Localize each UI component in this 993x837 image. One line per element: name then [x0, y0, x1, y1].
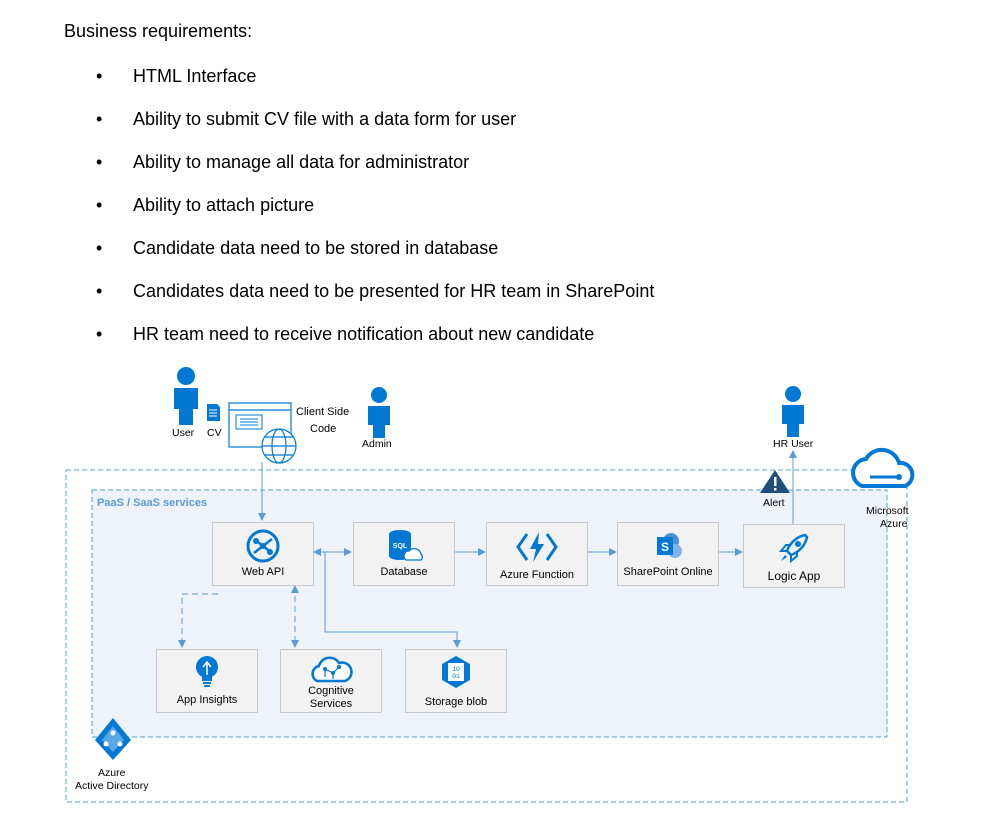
admin-label: Admin — [362, 438, 392, 450]
sharepoint-label: SharePoint Online — [623, 566, 713, 578]
app-insights-label: App Insights — [176, 694, 238, 706]
hr-user-person-icon — [782, 386, 804, 437]
azure-boundary — [65, 469, 908, 803]
bullet: • — [96, 238, 103, 258]
azure-label-line1: Microsoft — [866, 505, 909, 517]
azure-label-line2: Azure — [880, 518, 908, 530]
requirement-text: Ability to attach picture — [133, 195, 315, 215]
azure-function-node: Azure Function — [486, 522, 588, 586]
web-api-label: Web API — [241, 566, 285, 578]
svg-text:01: 01 — [452, 673, 460, 680]
alert-icon — [760, 470, 790, 493]
database-label: Database — [380, 566, 428, 578]
requirement-text: HTML Interface — [133, 66, 257, 86]
connector-webapi-appinsights — [178, 593, 218, 648]
aad-label-line2: Active Directory — [75, 780, 149, 792]
app-insights-node: App Insights — [156, 649, 258, 713]
storage-blob-node: 10 01 Storage blob — [405, 649, 507, 713]
user-label: User — [172, 427, 195, 439]
requirement-text: Candidate data need to be stored in data… — [133, 238, 499, 258]
cv-document-icon — [207, 404, 220, 421]
azure-function-label: Azure Function — [500, 569, 574, 581]
alert-label: Alert — [763, 497, 785, 509]
logic-app-node: Logic App — [743, 524, 845, 588]
client-code-label-line1: Client Side — [296, 406, 350, 418]
rocket-icon — [778, 533, 809, 564]
cognitive-services-icon — [311, 656, 353, 683]
paas-region-label: PaaS / SaaS services — [97, 497, 208, 509]
user-person-icon — [174, 367, 198, 425]
svg-text:SQL: SQL — [393, 543, 408, 550]
web-api-node: Web API — [212, 522, 314, 586]
globe-icon — [261, 428, 297, 464]
requirement-text: Ability to manage all data for administr… — [133, 152, 470, 172]
cognitive-services-label-line1: Cognitive — [308, 685, 354, 697]
cognitive-services-node: Cognitive Services — [280, 649, 382, 713]
sql-database-icon: SQL — [389, 530, 423, 561]
bullet: • — [96, 66, 103, 86]
bullet: • — [96, 152, 103, 172]
requirement-text: Ability to submit CV file with a data fo… — [133, 109, 517, 129]
logic-app-label: Logic App — [767, 569, 821, 583]
cognitive-services-label-line2: Services — [309, 698, 353, 710]
bullet: • — [96, 109, 103, 129]
storage-blob-label: Storage blob — [424, 696, 488, 708]
document-heading: Business requirements: — [64, 21, 253, 41]
requirement-text: HR team need to receive notification abo… — [133, 324, 595, 344]
cognitive-services-label: Cognitive Services — [281, 685, 381, 711]
storage-blob-icon: 10 01 — [442, 656, 470, 688]
aad-label-line1: Azure — [98, 767, 126, 779]
azure-cloud-icon — [851, 447, 915, 488]
cv-label: CV — [207, 427, 222, 439]
admin-person-icon — [368, 387, 390, 438]
azure-ad-icon — [95, 718, 131, 760]
web-api-icon — [246, 529, 280, 563]
requirement-text: Candidates data need to be presented for… — [133, 281, 655, 301]
database-node: SQL Database — [353, 522, 455, 586]
svg-text:S: S — [661, 540, 669, 554]
sharepoint-icon: S — [657, 533, 682, 558]
bullet: • — [96, 324, 103, 344]
hr-user-label: HR User — [773, 438, 814, 450]
connector-webapi-storage — [324, 552, 461, 648]
svg-text:10: 10 — [452, 666, 460, 673]
bullet: • — [96, 281, 103, 301]
bullet: • — [96, 195, 103, 215]
client-code-label-line2: Code — [310, 423, 337, 435]
lightbulb-icon — [196, 656, 218, 687]
azure-function-icon — [516, 532, 558, 562]
sharepoint-node: S SharePoint Online — [617, 522, 719, 586]
